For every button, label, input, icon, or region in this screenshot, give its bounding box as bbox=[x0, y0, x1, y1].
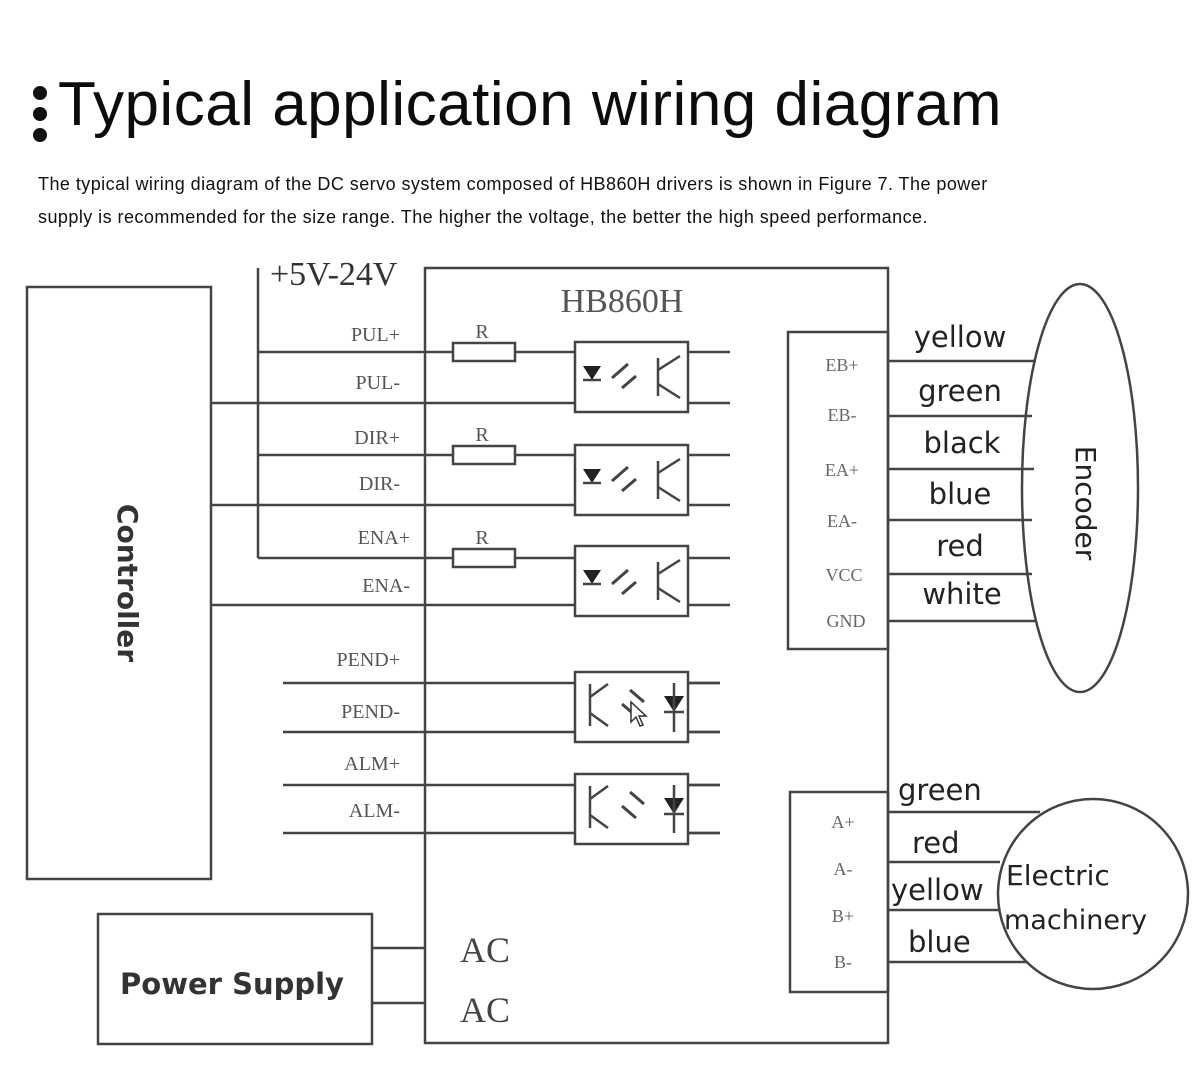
output-label-pend-plus: PEND+ bbox=[336, 649, 400, 671]
encoder-terminal-block bbox=[786, 330, 890, 651]
power-supply-label: Power Supply bbox=[120, 967, 344, 1001]
encoder-terminal-eb-minus: EB- bbox=[828, 405, 857, 425]
resistor-label: R bbox=[475, 321, 489, 343]
motor-terminal-b-plus: B+ bbox=[832, 906, 854, 926]
colon-bullet-icon bbox=[30, 74, 50, 142]
motor-wires bbox=[888, 810, 1040, 964]
motor-label-line-2: machinery bbox=[1004, 905, 1147, 936]
encoder-wires bbox=[888, 359, 1036, 623]
output-channel-pend bbox=[573, 670, 720, 744]
optocoupler bbox=[573, 772, 690, 846]
resistor bbox=[451, 547, 517, 569]
description: The typical wiring diagram of the DC ser… bbox=[38, 168, 1168, 234]
input-channel-pul: R bbox=[425, 321, 730, 414]
encoder-terminal-eb-plus: EB+ bbox=[825, 355, 858, 375]
encoder-wire-white: white bbox=[922, 577, 1001, 611]
resistor-label: R bbox=[475, 424, 489, 446]
motor-terminal-block bbox=[788, 790, 890, 994]
light-arrows-icon bbox=[611, 465, 637, 493]
motor-wire-blue: blue bbox=[908, 925, 971, 959]
controller-box bbox=[25, 285, 213, 881]
output-label-alm-minus: ALM- bbox=[349, 800, 400, 822]
light-arrows-icon bbox=[621, 790, 645, 820]
power-supply-box bbox=[96, 912, 374, 1046]
motor-wire-red: red bbox=[912, 826, 960, 860]
encoder-terminal-ea-plus: EA+ bbox=[825, 460, 859, 480]
led-icon bbox=[583, 366, 601, 380]
encoder-wire-red: red bbox=[936, 529, 984, 563]
optocoupler bbox=[573, 340, 690, 414]
motor-wire-green: green bbox=[898, 773, 982, 807]
title-row: Typical application wiring diagram bbox=[30, 64, 1002, 144]
page-title: Typical application wiring diagram bbox=[58, 69, 1003, 139]
led-icon bbox=[583, 469, 601, 483]
motor-wire-yellow: yellow bbox=[891, 873, 984, 907]
input-label-dir-plus: DIR+ bbox=[354, 427, 400, 449]
motor-terminal-a-minus: A- bbox=[834, 859, 853, 879]
optocoupler bbox=[573, 544, 690, 618]
header: Typical application wiring diagram The t… bbox=[0, 0, 1200, 240]
light-arrows-icon bbox=[611, 568, 637, 596]
cursor-icon bbox=[630, 700, 648, 727]
resistor-label: R bbox=[475, 527, 489, 549]
motor-circle bbox=[996, 797, 1190, 991]
led-icon bbox=[583, 570, 601, 584]
motor-label-line-1: Electric bbox=[1006, 859, 1110, 892]
ac-label-1: AC bbox=[460, 930, 510, 970]
encoder-wire-blue: blue bbox=[929, 477, 992, 511]
light-arrows-icon bbox=[611, 362, 637, 390]
input-label-pul-plus: PUL+ bbox=[351, 324, 400, 346]
output-channel-alm bbox=[573, 772, 720, 846]
output-label-pend-minus: PEND- bbox=[341, 701, 400, 723]
driver-box bbox=[423, 266, 890, 1045]
resistor bbox=[451, 444, 517, 466]
encoder-label: Encoder bbox=[1069, 446, 1102, 561]
description-line-2: supply is recommended for the size range… bbox=[38, 207, 928, 227]
encoder-ellipse bbox=[1020, 282, 1140, 694]
encoder-terminal-gnd: GND bbox=[827, 611, 866, 631]
supply-voltage-label: +5V-24V bbox=[270, 256, 398, 293]
optocoupler bbox=[573, 443, 690, 517]
input-label-dir-minus: DIR- bbox=[359, 473, 400, 495]
encoder-terminal-vcc: VCC bbox=[825, 565, 862, 585]
encoder-terminal-ea-minus: EA- bbox=[827, 511, 857, 531]
input-label-pul-minus: PUL- bbox=[356, 372, 400, 394]
driver-label: HB860H bbox=[561, 283, 684, 320]
output-label-alm-plus: ALM+ bbox=[344, 753, 400, 775]
resistor bbox=[451, 341, 517, 363]
ac-label-2: AC bbox=[460, 990, 510, 1030]
input-label-ena-plus: ENA+ bbox=[358, 527, 410, 549]
input-channel-ena: R bbox=[425, 527, 730, 618]
controller-label: Controller bbox=[111, 504, 144, 662]
motor-terminal-a-plus: A+ bbox=[831, 812, 854, 832]
encoder-wire-black: black bbox=[924, 426, 1001, 460]
input-channel-dir: R bbox=[425, 424, 730, 517]
encoder-wire-yellow: yellow bbox=[914, 320, 1007, 354]
encoder-wire-green: green bbox=[918, 374, 1002, 408]
description-line-1: The typical wiring diagram of the DC ser… bbox=[38, 174, 988, 194]
input-label-ena-minus: ENA- bbox=[362, 575, 410, 597]
motor-terminal-b-minus: B- bbox=[834, 952, 852, 972]
